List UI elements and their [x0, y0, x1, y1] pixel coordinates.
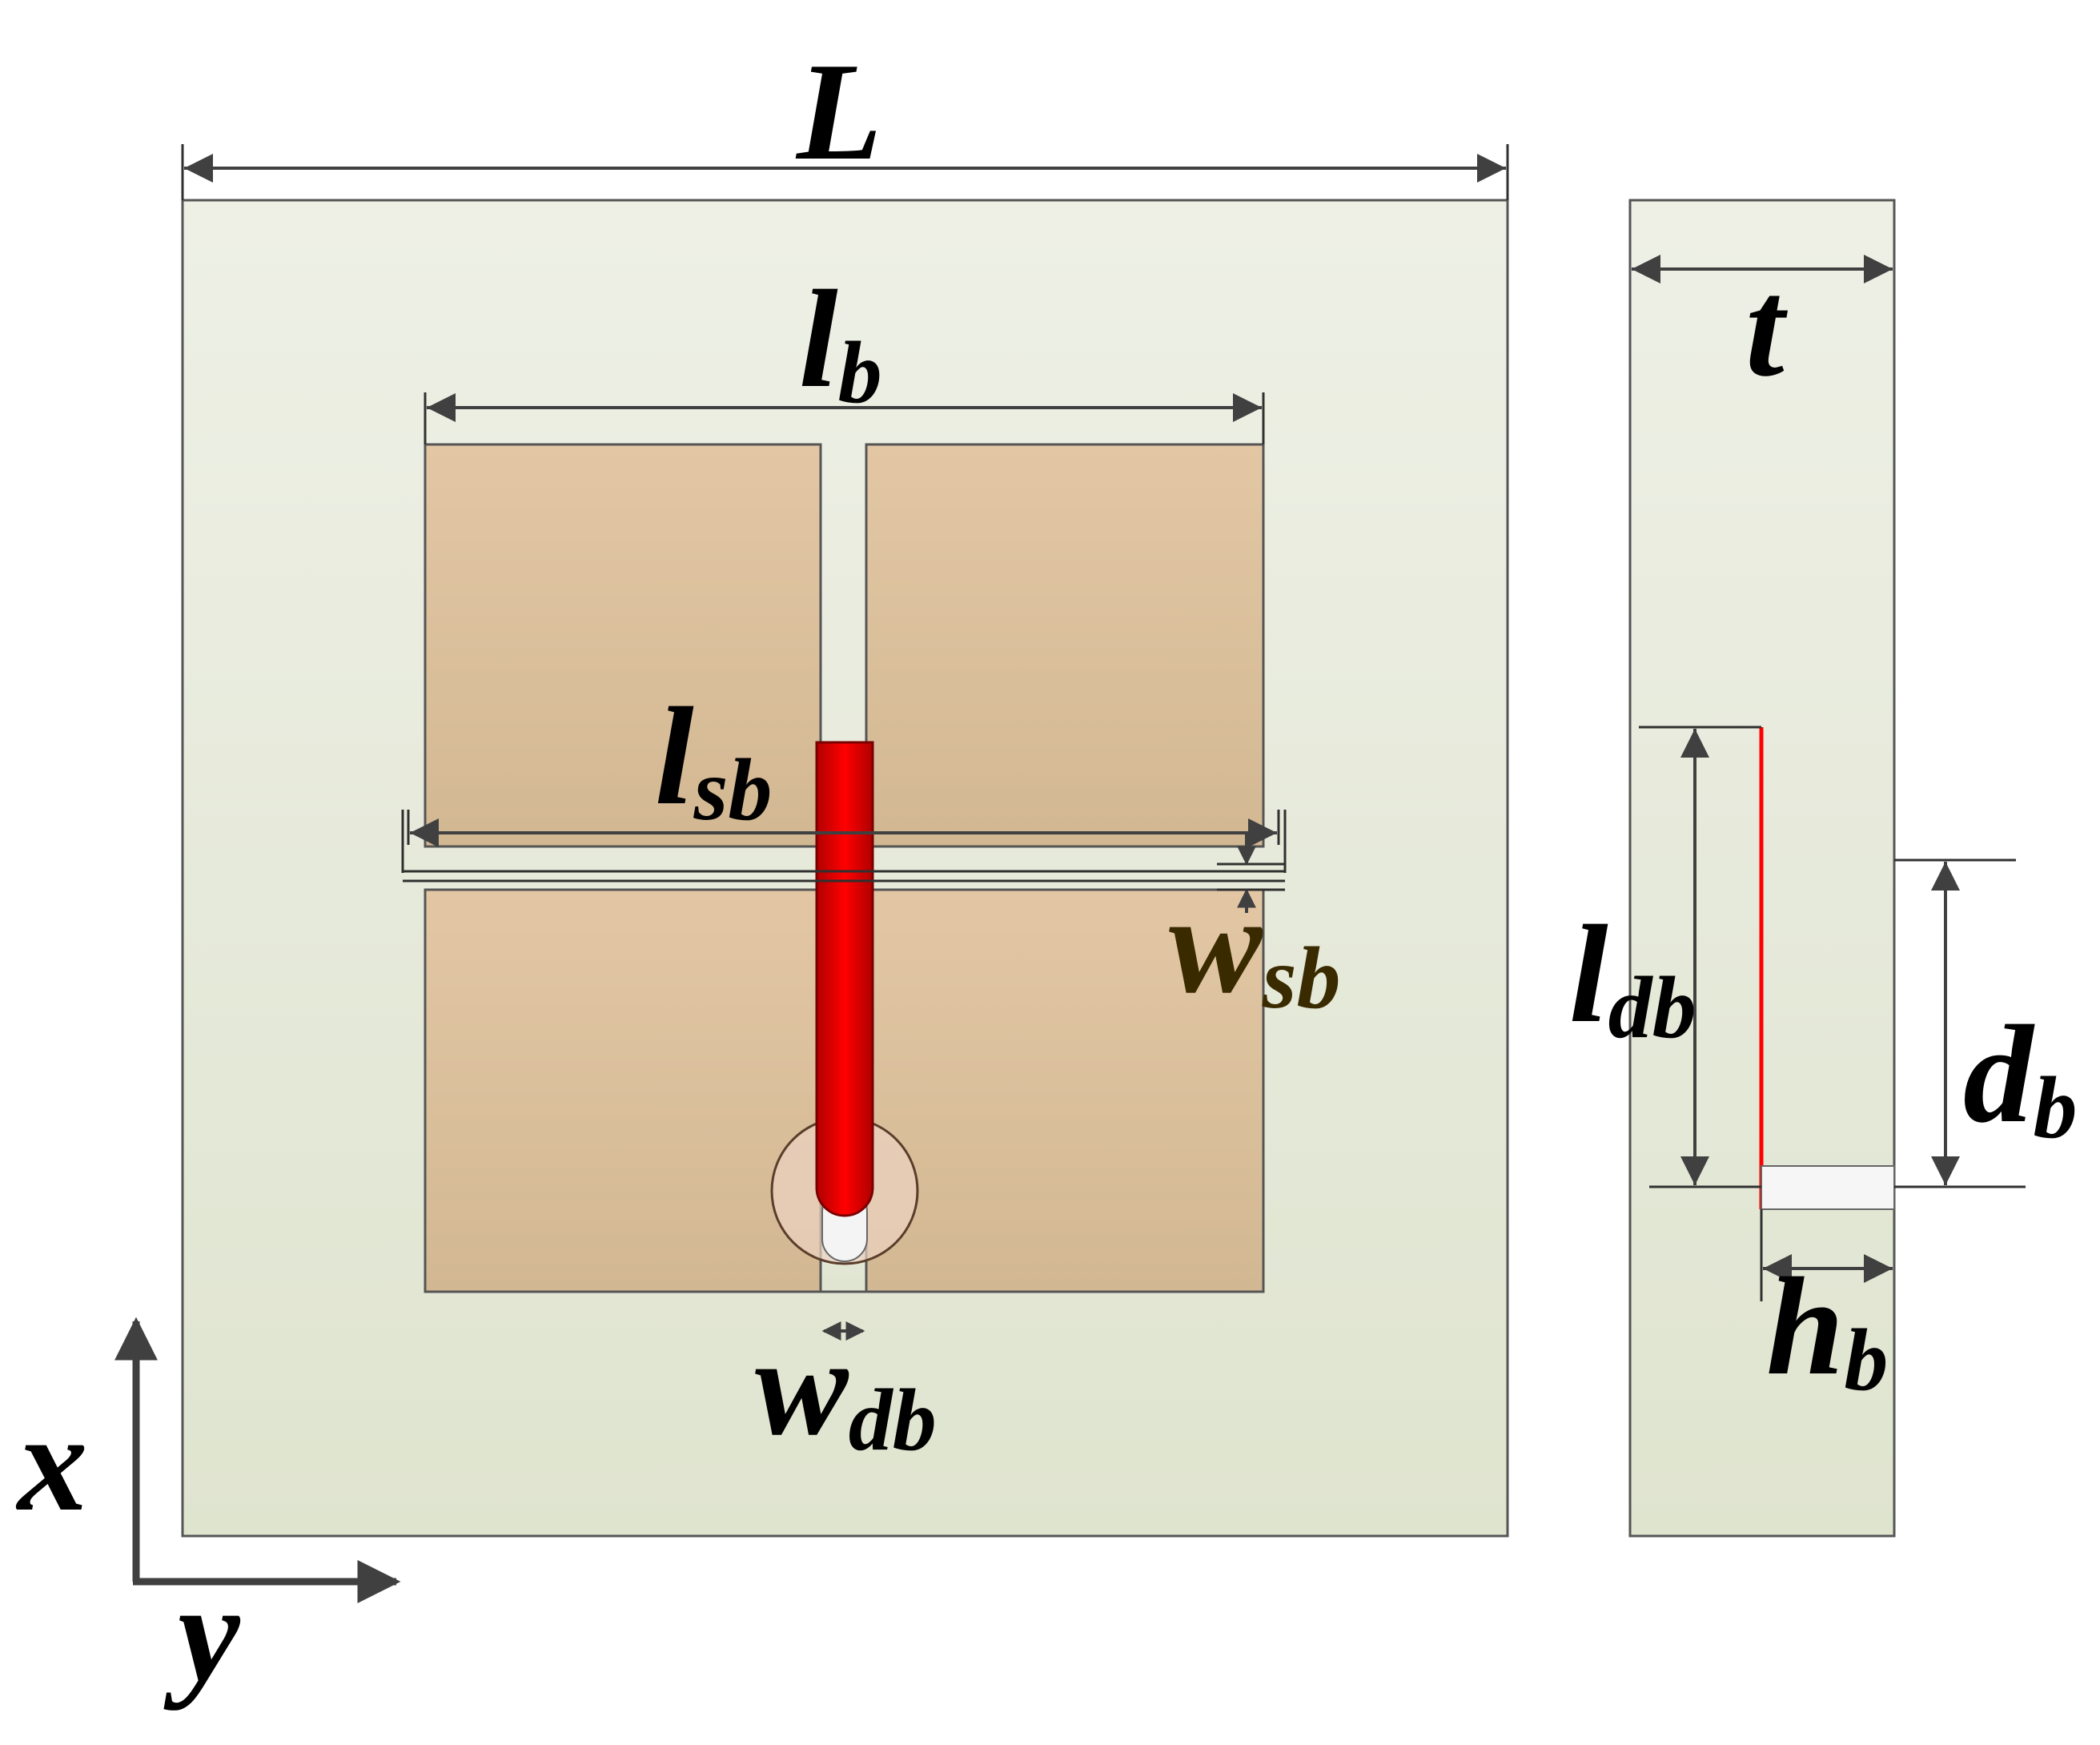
side-view: t ldb db hb	[1569, 199, 2078, 1538]
coax-side	[1761, 1165, 1895, 1210]
label-wsb: wsb	[1169, 866, 1341, 1027]
feed-strip-red	[815, 741, 874, 1217]
top-view: L lb lsb wsb wdb	[181, 34, 1509, 1538]
label-wdb: wdb	[755, 1309, 937, 1469]
label-ldb: ldb	[1569, 896, 1696, 1056]
patch-upper-right	[865, 443, 1265, 848]
label-lsb: lsb	[655, 678, 772, 838]
label-axis-x: x	[15, 1385, 88, 1540]
label-db: db	[1963, 996, 2078, 1156]
label-hb: hb	[1766, 1248, 1888, 1409]
label-L: L	[795, 34, 882, 189]
patch-upper-left	[424, 443, 822, 848]
label-t: t	[1745, 250, 1788, 405]
label-lb: lb	[799, 261, 882, 421]
